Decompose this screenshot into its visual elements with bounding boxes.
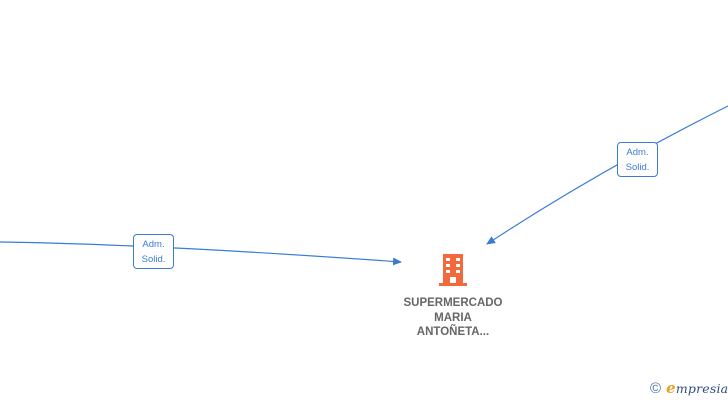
company-name-line: SUPERMERCADO bbox=[403, 297, 503, 309]
building-icon bbox=[439, 254, 467, 286]
edge-right-line[interactable] bbox=[486, 105, 728, 245]
brand-logo-text: mpresia bbox=[675, 381, 728, 396]
company-name-line: MARIA bbox=[434, 311, 472, 324]
edge-label-line1: Adm. bbox=[142, 239, 165, 250]
company-name-line: ANTOÑETA... bbox=[416, 326, 490, 338]
edge-label-left[interactable]: Adm. Solid. bbox=[133, 234, 174, 269]
brand-logo-e: e bbox=[666, 379, 676, 397]
copyright-icon: © bbox=[650, 379, 662, 397]
footer-brand: © empresia bbox=[650, 378, 728, 398]
edge-label-line2: Solid. bbox=[625, 162, 650, 173]
edge-label-line1: Adm. bbox=[626, 147, 649, 158]
brand-logo[interactable]: empresia bbox=[666, 379, 728, 397]
company-node[interactable]: SUPERMERCADO MARIA ANTOÑETA... bbox=[383, 252, 523, 340]
edge-label-line2: Solid. bbox=[141, 254, 166, 265]
company-name: SUPERMERCADO MARIA ANTOÑETA... bbox=[383, 296, 523, 340]
edge-left-line[interactable] bbox=[0, 241, 402, 266]
edge-label-right[interactable]: Adm. Solid. bbox=[617, 142, 658, 177]
